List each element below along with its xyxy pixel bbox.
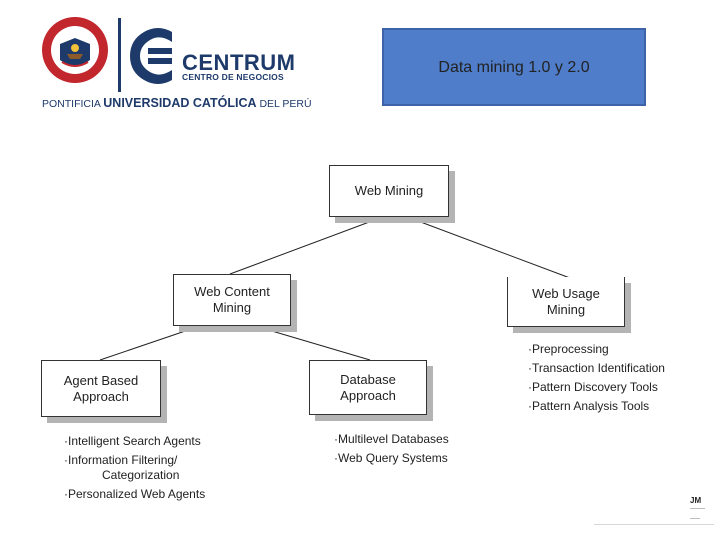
list-item: ·Information Filtering/ — [64, 453, 178, 467]
slide-title: Data mining 1.0 y 2.0 — [438, 59, 590, 76]
corner-mark-detail-2: —— — [690, 516, 700, 522]
centrum-wordmark: CENTRUM — [182, 50, 296, 75]
web-usage-list: ·Preprocessing ·Transaction Identificati… — [528, 340, 665, 416]
university-suffix: DEL PERÚ — [259, 98, 312, 110]
list-item: ·Multilevel Databases — [334, 432, 449, 446]
list-item: ·Pattern Discovery Tools — [528, 380, 658, 394]
list-item: ·Personalized Web Agents — [64, 487, 206, 501]
list-item: ·Intelligent Search Agents — [64, 434, 201, 448]
university-prefix: PONTIFICIA — [42, 98, 101, 110]
node-database-label-1: Database — [340, 371, 396, 387]
node-web-content-mining: Web Content Mining — [173, 274, 291, 326]
logo-divider — [118, 18, 121, 92]
university-main: UNIVERSIDAD CATÓLICA — [103, 96, 257, 110]
node-agent-based-approach: Agent Based Approach — [41, 360, 161, 417]
list-item: ·Pattern Analysis Tools — [528, 399, 650, 413]
centrum-logo-icon — [130, 28, 172, 84]
corner-mark-detail: ——— — [690, 506, 705, 512]
centrum-subtitle: CENTRO DE NEGOCIOS — [182, 72, 284, 82]
list-item: ·Transaction Identification — [528, 361, 665, 375]
node-agent-label-2: Approach — [73, 388, 129, 404]
agent-approach-list: ·Intelligent Search Agents ·Information … — [64, 432, 205, 504]
university-name: PONTIFICIA UNIVERSIDAD CATÓLICA DEL PERÚ — [42, 96, 312, 110]
node-database-approach: Database Approach — [309, 360, 427, 415]
list-item-continuation: Categorization — [102, 468, 180, 482]
node-agent-label-1: Agent Based — [63, 372, 139, 388]
node-web-mining-label: Web Mining — [354, 183, 424, 198]
database-approach-list: ·Multilevel Databases ·Web Query Systems — [334, 430, 449, 468]
list-item: ·Preprocessing — [528, 342, 609, 356]
node-web-usage-label-1: Web Usage — [532, 285, 600, 301]
node-web-mining: Web Mining — [329, 165, 449, 217]
logo-area: CENTRUM CENTRO DE NEGOCIOS PONTIFICIA UN… — [34, 12, 312, 112]
list-item: ·Web Query Systems — [334, 451, 448, 465]
node-web-content-label-1: Web Content — [194, 284, 270, 299]
node-database-label-2: Approach — [340, 387, 396, 403]
footer-rule — [594, 524, 714, 525]
corner-mark-text: JM — [690, 496, 702, 505]
university-seal-icon — [42, 17, 108, 83]
slide-title-box: Data mining 1.0 y 2.0 — [382, 28, 646, 106]
node-web-usage-mining: Web Usage Mining — [507, 277, 625, 327]
node-web-content-label-2: Mining — [212, 300, 252, 315]
node-web-usage-label-2: Mining — [546, 301, 586, 317]
corner-logo-fragment: JM ——— —— — [690, 496, 720, 526]
